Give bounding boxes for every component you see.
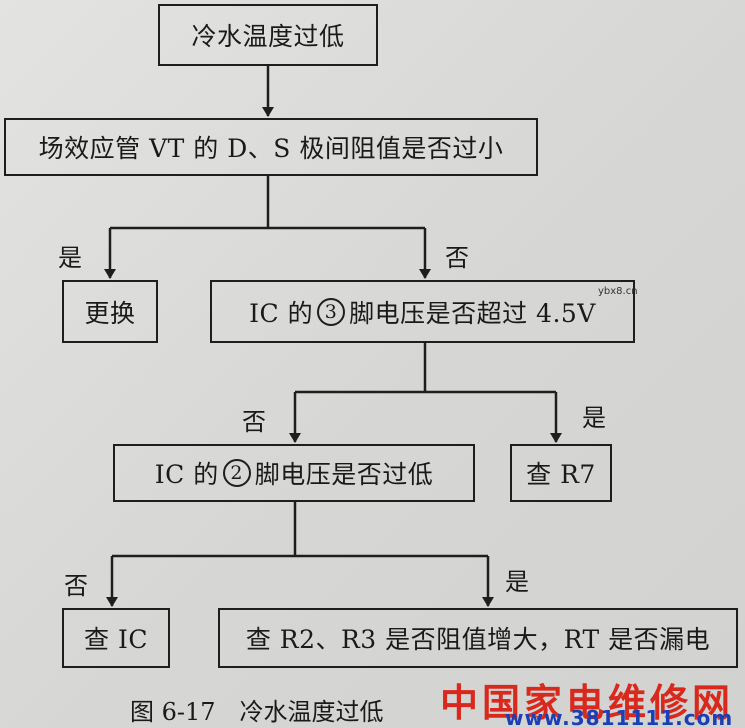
label-q3-yes: 是 [505,568,529,596]
figure-caption: 图 6-17 冷水温度过低 [130,698,384,726]
node-q3-pre: IC 的 [154,460,219,489]
node-start: 冷水温度过低 [158,4,378,66]
node-check-ic: 查 IC [62,608,170,668]
label-q3-no: 否 [64,572,88,600]
node-q2-post: 脚电压是否超过 4.5V [349,298,596,328]
label-q1-no: 否 [445,244,469,272]
label-q2-no: 否 [242,408,266,436]
node-check-r7-text: 查 R7 [526,460,596,489]
node-check-ic-text: 查 IC [84,625,148,654]
node-replace: 更换 [62,280,158,343]
circled-number-3: 3 [317,297,346,326]
label-q1-yes: 是 [58,244,82,272]
circled-number-2: 2 [222,459,251,487]
node-replace-text: 更换 [84,298,136,328]
watermark-site-name: 中国家电维修网 [440,681,735,725]
watermark-small: ybx8.cn [598,286,638,297]
node-q3-post: 脚电压是否过低 [254,460,434,489]
node-q1-text: 场效应管 VT 的 D、S 极间阻值是否过小 [38,134,504,163]
node-q1-vt-resistance: 场效应管 VT 的 D、S 极间阻值是否过小 [4,118,538,176]
node-q2-pin3-voltage: IC 的 3 脚电压是否超过 4.5V [210,280,635,343]
node-q3-pin2-voltage: IC 的 2 脚电压是否过低 [113,444,475,502]
watermark-url: www.3811111.com [505,706,734,728]
node-start-text: 冷水温度过低 [191,22,345,51]
node-check-r7: 查 R7 [510,444,612,502]
node-check-r2r3-text: 查 R2、R3 是否阻值增大，RT 是否漏电 [245,625,711,654]
node-check-r2-r3-rt: 查 R2、R3 是否阻值增大，RT 是否漏电 [218,608,738,668]
node-q2-pre: IC 的 [249,298,314,328]
label-q2-yes: 是 [582,404,606,432]
